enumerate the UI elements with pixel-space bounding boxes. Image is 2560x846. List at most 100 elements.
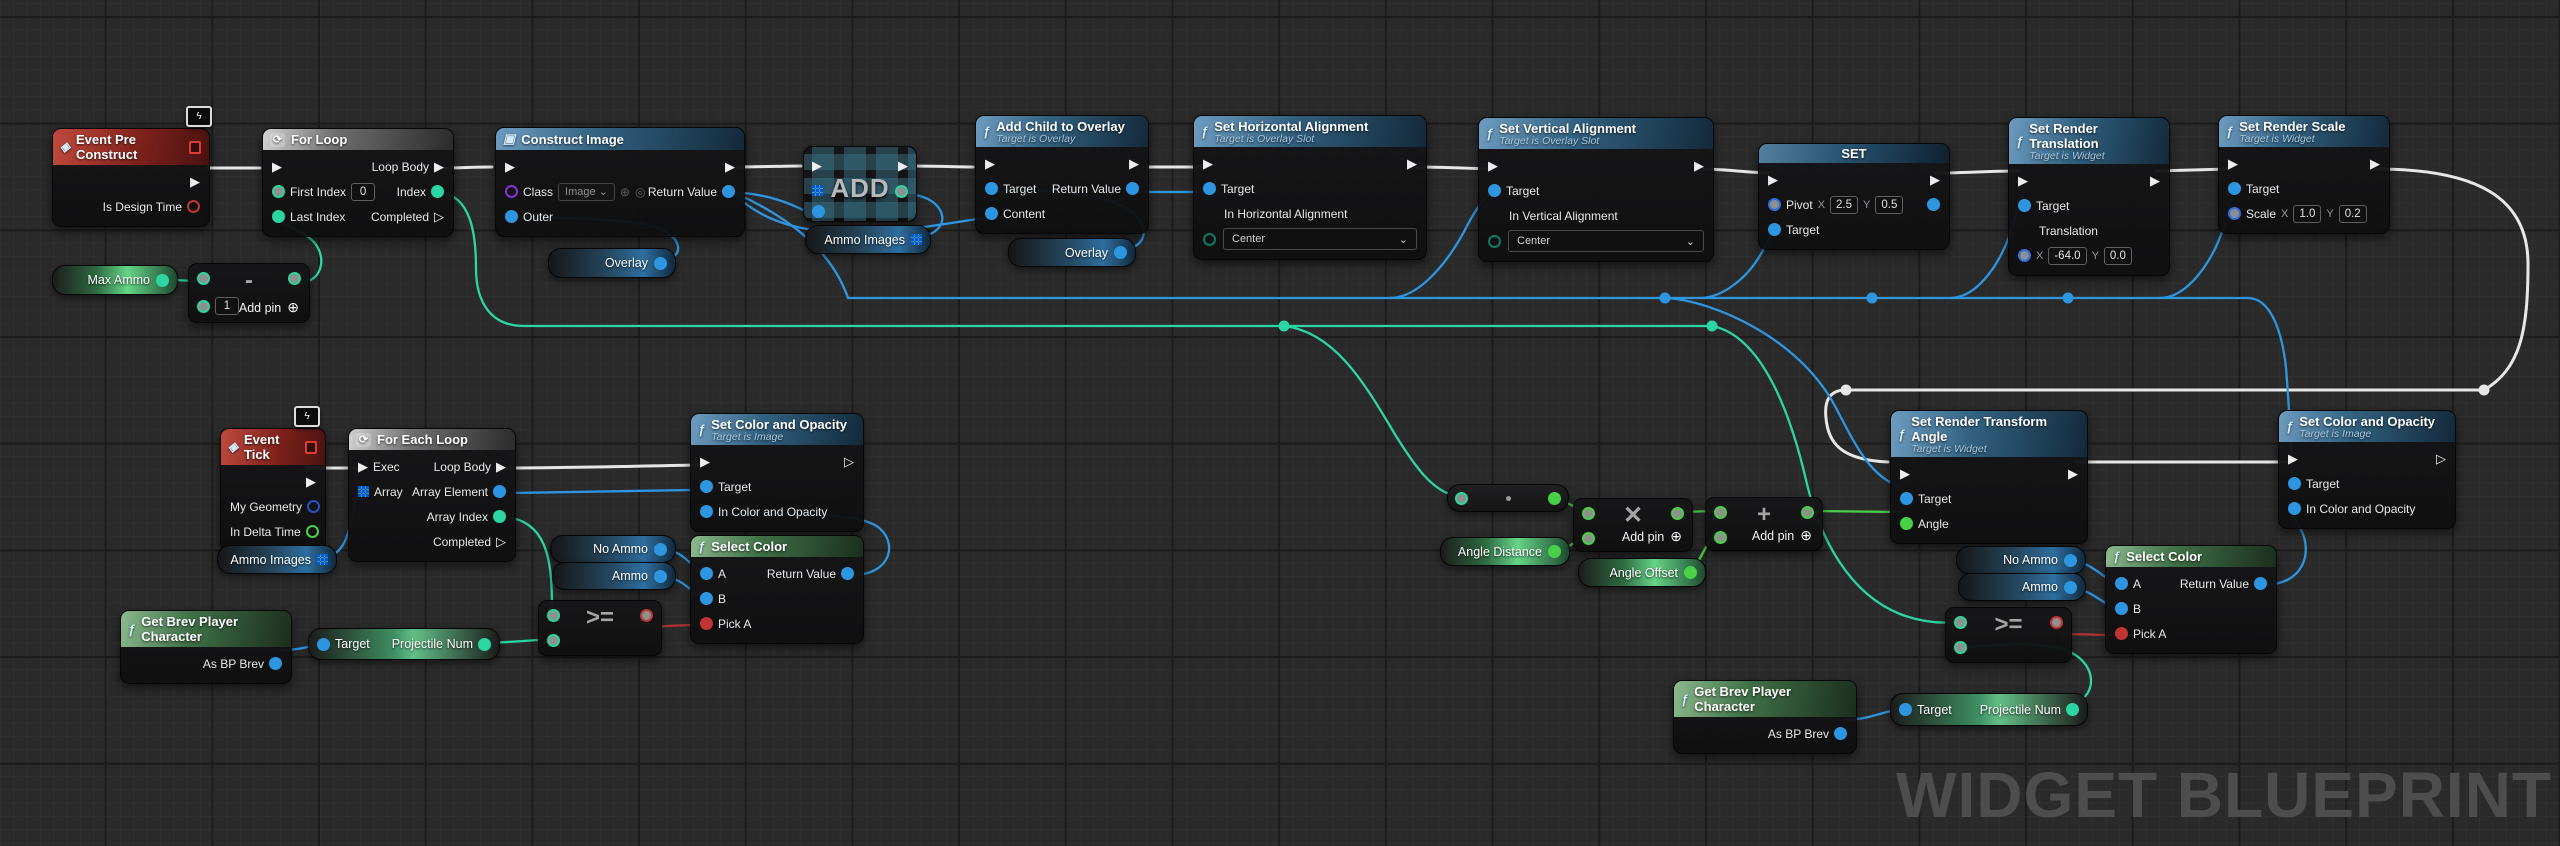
int-pin[interactable] [1954, 641, 1967, 654]
reroute-node[interactable] [1866, 292, 1878, 304]
obj-pin[interactable] [1768, 223, 1781, 236]
obj-pin[interactable] [1834, 727, 1847, 740]
int-pin[interactable] [156, 273, 169, 287]
bool-pin[interactable] [2050, 616, 2063, 629]
exec-pin[interactable]: ▶ [1488, 158, 1498, 173]
class-select[interactable]: Image ⌄ [558, 182, 615, 201]
reroute-node[interactable] [2062, 292, 2074, 304]
reroute-node[interactable] [1840, 384, 1852, 396]
bool-pin[interactable] [640, 609, 653, 622]
vec-pin[interactable] [2228, 207, 2241, 220]
obj-pin[interactable] [1927, 198, 1940, 211]
exec-pin[interactable]: ▶ [1930, 172, 1940, 187]
conv-int-float[interactable] [1447, 484, 1569, 512]
multiply-node[interactable]: ✕Add pin⊕ [1573, 498, 1693, 552]
float-pin[interactable] [1582, 507, 1595, 520]
pin-default-value[interactable]: 1.0 [2293, 204, 2322, 223]
float-pin[interactable] [1671, 507, 1684, 520]
obj-pin[interactable] [700, 592, 713, 605]
int-pin[interactable] [1954, 616, 1967, 629]
node-header[interactable]: ⟳For Loop [263, 129, 453, 150]
bool-pin[interactable] [187, 200, 200, 213]
obj-pin[interactable] [654, 256, 667, 270]
float-pin[interactable] [1714, 531, 1727, 544]
no-ammo-pill-right[interactable]: No Ammo [1956, 546, 2086, 574]
reroute-node[interactable] [1659, 292, 1671, 304]
int-pin[interactable] [197, 272, 210, 285]
add-float-node[interactable]: +Add pin⊕ [1705, 497, 1823, 551]
vec-pin[interactable] [2018, 249, 2031, 262]
exec-pin[interactable]: ▶ [1407, 156, 1417, 171]
exec-pin[interactable]: ▶ [1694, 158, 1704, 173]
exec-pin[interactable]: ▶ [358, 459, 368, 474]
ammo-pill-left[interactable]: Ammo [552, 562, 676, 590]
exec-pin[interactable]: ▶ [2288, 451, 2298, 466]
obj-pin[interactable] [2254, 577, 2267, 590]
obj-pin[interactable] [2288, 502, 2301, 515]
exec-pin[interactable]: ▶ [1900, 466, 1910, 481]
int-pin[interactable] [288, 272, 301, 285]
float-pin[interactable] [1900, 517, 1913, 530]
obj-pin[interactable] [269, 657, 282, 670]
exec-pin[interactable]: ▶ [1768, 172, 1778, 187]
obj-pin[interactable] [1126, 182, 1139, 195]
reroute-node[interactable] [1278, 320, 1290, 332]
array-pin[interactable] [317, 554, 328, 565]
obj-pin[interactable] [2064, 580, 2077, 594]
int-pin[interactable] [895, 185, 908, 198]
event-pre-construct[interactable]: ◈Event Pre Construct▶Is Design Time [52, 128, 210, 227]
obj-pin[interactable] [654, 569, 667, 583]
obj-pin[interactable] [654, 542, 667, 556]
obj-pin[interactable] [2064, 553, 2077, 567]
exec-pin[interactable]: ▷ [496, 534, 506, 549]
bool-pin[interactable] [2115, 627, 2128, 640]
no-ammo-pill-left[interactable]: No Ammo [550, 535, 676, 563]
exec-pin[interactable]: ▶ [2370, 156, 2380, 171]
exec-pin[interactable]: ▷ [2436, 451, 2446, 466]
int-pin[interactable] [197, 299, 210, 313]
exec-pin[interactable]: ▶ [2068, 466, 2078, 481]
float-pin[interactable] [1548, 491, 1561, 505]
greater-equal-left[interactable]: >= [538, 600, 662, 656]
exec-pin[interactable]: ▶ [496, 459, 506, 474]
exec-pin[interactable]: ▷ [434, 209, 444, 224]
bool-pin[interactable] [700, 617, 713, 630]
exec-pin[interactable]: ▶ [725, 159, 735, 174]
obj-pin[interactable] [700, 567, 713, 580]
obj-pin[interactable] [493, 485, 506, 498]
exec-pin[interactable]: ▶ [898, 158, 908, 173]
float-pin[interactable] [1714, 506, 1727, 519]
obj-pin[interactable] [722, 185, 735, 198]
exec-pin[interactable]: ▶ [2150, 173, 2160, 188]
vec-pin[interactable] [1768, 198, 1781, 211]
angle-distance-pill[interactable]: Angle Distance [1440, 537, 1570, 566]
float-pin[interactable] [1582, 532, 1595, 545]
exec-pin[interactable]: ▶ [1203, 156, 1213, 171]
exec-pin[interactable]: ▶ [812, 158, 822, 173]
int-pin[interactable] [547, 609, 560, 622]
subtract-node[interactable]: -Add pin⊕1 [188, 263, 310, 323]
pin-default-value[interactable]: 0.2 [2338, 204, 2367, 223]
add-pin-button[interactable]: Add pin⊕ [1622, 528, 1682, 545]
node-header[interactable]: SET [1759, 144, 1949, 163]
pin-default-value[interactable]: -64.0 [2048, 246, 2087, 265]
pin-default-value[interactable]: 1 [215, 297, 239, 315]
int-pin[interactable] [431, 185, 444, 198]
obj-pin[interactable] [2115, 602, 2128, 615]
array-pin[interactable] [812, 185, 823, 196]
